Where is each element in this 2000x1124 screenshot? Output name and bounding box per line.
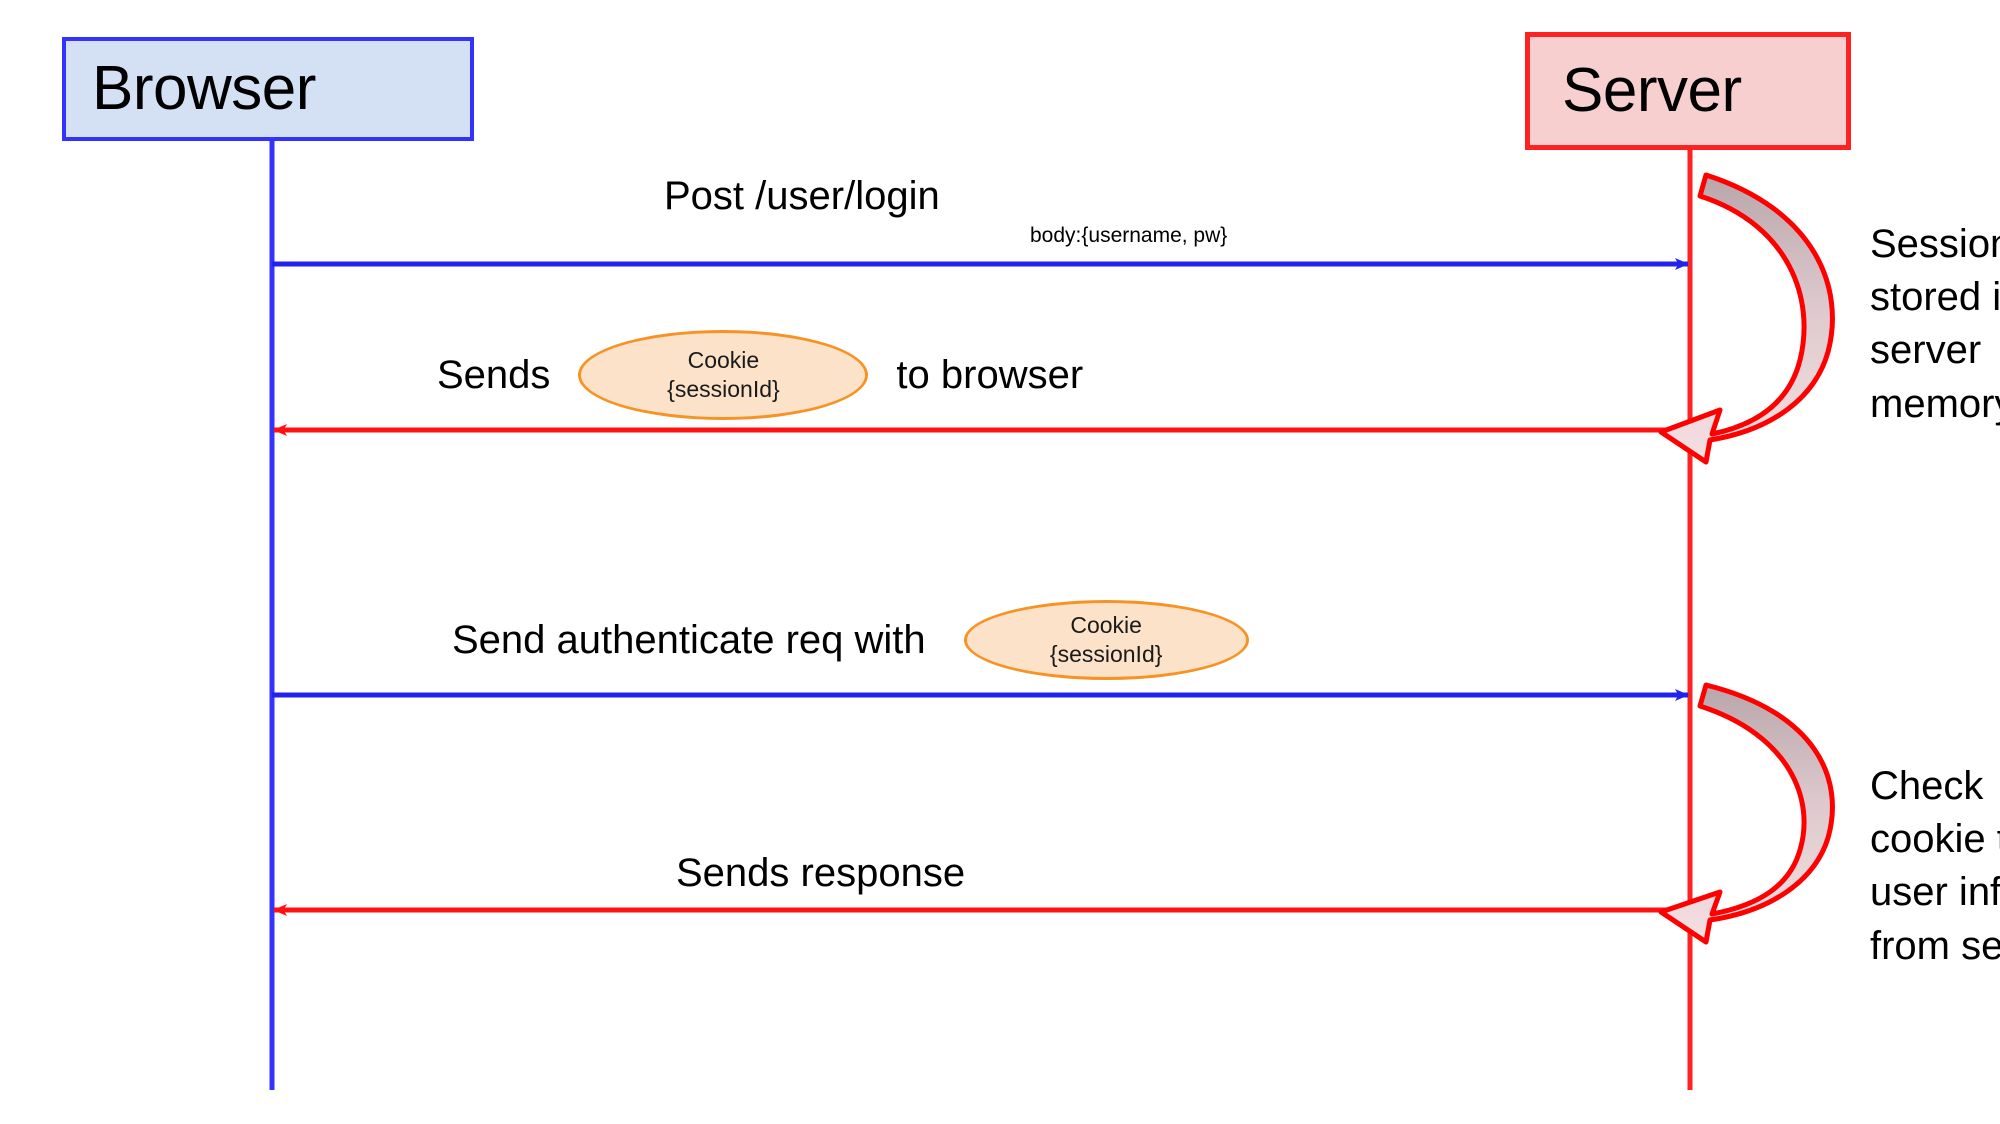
message-sublabel-1: body:{username, pw} bbox=[1030, 224, 1228, 247]
cookie-badge-1-line1: Cookie bbox=[687, 347, 760, 374]
cookie-badge-2[interactable]: Cookie {sessionId} bbox=[963, 600, 1249, 680]
message-label-4: Sends response bbox=[676, 851, 966, 895]
self-loop-arrow-2 bbox=[1658, 682, 1835, 945]
participant-box-server[interactable]: Server bbox=[1525, 32, 1851, 150]
cookie-badge-2-line2: {sessionId} bbox=[1049, 641, 1163, 667]
cookie-badge-1-line2: {sessionId} bbox=[667, 376, 780, 402]
self-loop-arrow-1 bbox=[1658, 172, 1835, 465]
message-label-3-group: Send authenticate req with Cookie {sessi… bbox=[452, 600, 1249, 680]
message-label-2-suffix: to browser bbox=[896, 353, 1084, 397]
cookie-badge-2-line1: Cookie bbox=[1070, 612, 1142, 639]
participant-label-browser: Browser bbox=[92, 54, 316, 123]
message-label-2-prefix: Sends bbox=[437, 353, 551, 397]
message-label-3-prefix: Send authenticate req with bbox=[452, 618, 926, 662]
self-action-note-2: Check cookie to get user info from sessi… bbox=[1870, 764, 2000, 968]
participant-label-server: Server bbox=[1562, 56, 1742, 125]
message-label-2-group: Sends Cookie {sessionId} to browser bbox=[437, 330, 1083, 420]
message-label-1: Post /user/login bbox=[664, 174, 940, 218]
cookie-badge-1[interactable]: Cookie {sessionId} bbox=[578, 330, 869, 420]
self-action-note-1: Session stored in server memory bbox=[1870, 222, 2000, 426]
participant-box-browser[interactable]: Browser bbox=[62, 37, 474, 141]
